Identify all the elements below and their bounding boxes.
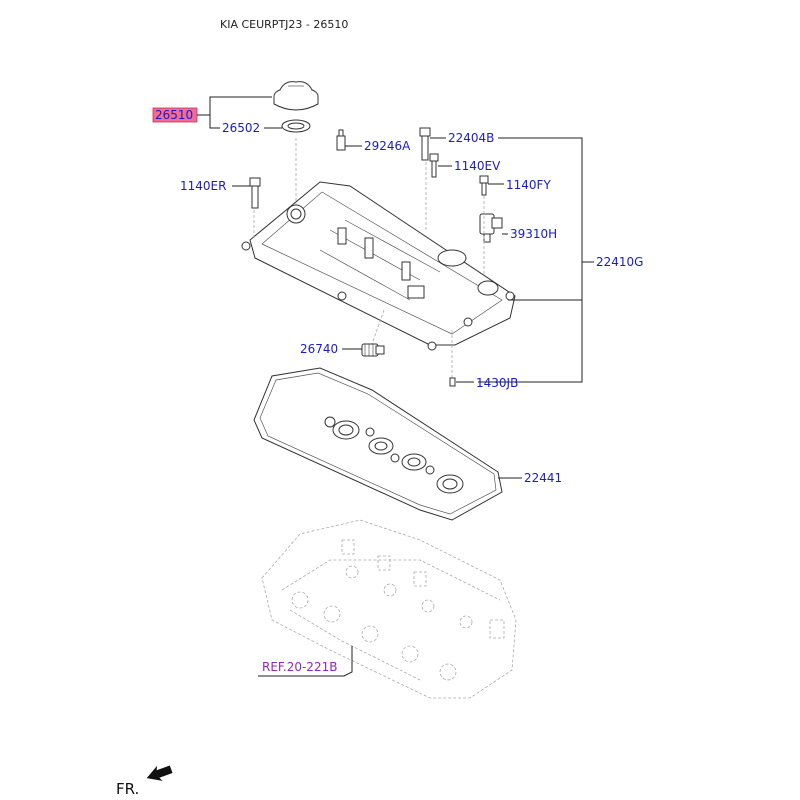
- part-label-39310H[interactable]: 39310H: [510, 227, 557, 241]
- part-label-29246A[interactable]: 29246A: [364, 139, 411, 153]
- bolt-1140fy: [479, 175, 489, 196]
- part-label-22410G[interactable]: 22410G: [596, 255, 643, 269]
- filler-cap-seal: [281, 119, 311, 133]
- front-arrow-icon: [146, 765, 173, 781]
- diagram-title: KIA CEURPTJ23 - 26510: [220, 18, 348, 31]
- cylinder-head-cover: [241, 138, 516, 378]
- part-label-26510[interactable]: 26510: [155, 108, 193, 122]
- camshaft-sensor: [479, 213, 503, 243]
- part-label-26502[interactable]: 26502: [222, 121, 260, 135]
- reference-label[interactable]: REF.20-221B: [262, 660, 337, 674]
- cover-gasket: [253, 367, 503, 521]
- part-label-1140FY[interactable]: 1140FY: [506, 178, 551, 192]
- oil-filler-cap: [273, 81, 319, 111]
- front-marker-label: FR.: [116, 780, 139, 798]
- bolt-1430jb: [449, 377, 456, 387]
- part-label-1140ER[interactable]: 1140ER: [180, 179, 226, 193]
- part-label-1430JB[interactable]: 1430JB: [476, 376, 518, 390]
- bolt-1140ev: [429, 153, 439, 178]
- oil-pressure-switch: [361, 343, 385, 357]
- bolt-1140er: [249, 177, 261, 209]
- part-label-1140EV[interactable]: 1140EV: [454, 159, 501, 173]
- cylinder-head-reference: [261, 519, 517, 699]
- pcv-valve: [336, 129, 346, 151]
- part-label-26740[interactable]: 26740: [300, 342, 338, 356]
- bolt-22404b: [419, 127, 431, 161]
- part-label-22404B[interactable]: 22404B: [448, 131, 494, 145]
- part-label-22441[interactable]: 22441: [524, 471, 562, 485]
